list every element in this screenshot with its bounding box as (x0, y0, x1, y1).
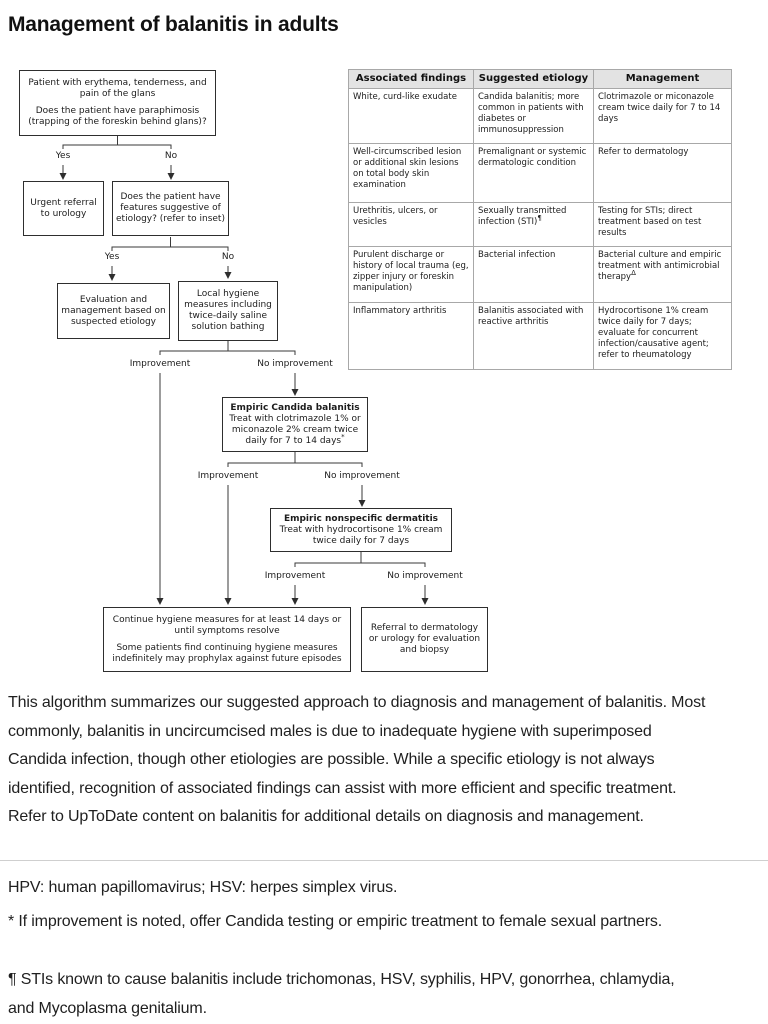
flow-box-empiric-candida: Empiric Candida balanitis Treat with clo… (222, 397, 368, 452)
flowchart-connectors (59, 136, 429, 605)
algorithm-description: This algorithm summarizes our suggested … (8, 694, 706, 825)
cell-etiology: Sexually transmitted infection (STI)¶ (473, 202, 594, 247)
cell-findings: Inflammatory arthritis (348, 302, 474, 370)
branch-label-no-2: No (221, 252, 235, 262)
cell-management: Clotrimazole or miconazole cream twice d… (593, 88, 732, 144)
footnote-divider (0, 860, 768, 861)
branch-label-yes-1: Yes (55, 151, 71, 161)
flow-box-evaluation-text: Evaluation and management based on suspe… (61, 294, 166, 327)
cell-findings: White, curd-like exudate (348, 88, 474, 144)
cell-management: Refer to dermatology (593, 143, 732, 203)
cell-management: Bacterial culture and empiric treatment … (593, 246, 732, 303)
branch-label-improvement-3: Improvement (264, 571, 326, 581)
flow-box-continue-hygiene-text-2: Some patients find continuing hygiene me… (112, 642, 342, 664)
branch-label-no-improvement-2: No improvement (324, 471, 400, 481)
table-row: White, curd-like exudate Candida balanit… (348, 88, 732, 144)
table-row: Inflammatory arthritis Balanitis associa… (348, 302, 732, 370)
flow-box-urgent-referral-text: Urgent referral to urology (30, 197, 97, 219)
branch-label-yes-2: Yes (104, 252, 120, 262)
branch-label-improvement-1: Improvement (129, 359, 191, 369)
flow-box-empiric-candida-body-text: Treat with clotrimazole 1% or miconazole… (229, 413, 361, 446)
flow-box-start: Patient with erythema, tenderness, and p… (19, 70, 216, 136)
branch-label-no-improvement-3: No improvement (387, 571, 463, 581)
column-header-associated-findings: Associated findings (348, 69, 474, 89)
cell-findings: Purulent discharge or history of local t… (348, 246, 474, 303)
cell-etiology: Candida balanitis; more common in patien… (473, 88, 594, 144)
column-header-management: Management (593, 69, 732, 89)
inset-table-header-row: Associated findings Suggested etiology M… (348, 69, 732, 89)
delta-footnote-mark: Δ (631, 269, 636, 278)
cell-etiology: Bacterial infection (473, 246, 594, 303)
flow-box-start-text-1: Patient with erythema, tenderness, and p… (28, 78, 207, 99)
footnote-asterisk: * If improvement is noted, offer Candida… (8, 913, 663, 930)
branch-label-improvement-2: Improvement (197, 471, 259, 481)
branch-label-no-improvement-1: No improvement (257, 359, 333, 369)
branch-label-no-1: No (164, 151, 178, 161)
table-row: Well-circumscribed lesion or additional … (348, 143, 732, 203)
inset-table: Associated findings Suggested etiology M… (348, 69, 732, 370)
footnote-pilcrow: ¶ STIs known to cause balanitis include … (8, 971, 675, 1017)
column-header-suggested-etiology: Suggested etiology (473, 69, 594, 89)
table-row: Urethritis, ulcers, or vesicles Sexually… (348, 202, 732, 247)
flow-box-etiology-features-text: Does the patient have features suggestiv… (116, 192, 225, 224)
flow-box-hygiene-text: Local hygiene measures including twice-d… (184, 289, 272, 332)
flow-box-start-text-2: Does the patient have paraphimosis (trap… (28, 106, 207, 127)
flow-box-evaluation: Evaluation and management based on suspe… (57, 283, 170, 339)
cell-etiology: Balanitis associated with reactive arthr… (473, 302, 594, 370)
cell-management: Hydrocortisone 1% cream twice daily for … (593, 302, 732, 370)
flow-box-empiric-candida-body: Treat with clotrimazole 1% or miconazole… (226, 414, 364, 447)
table-row: Purulent discharge or history of local t… (348, 246, 732, 303)
flow-box-empiric-dermatitis-body: Treat with hydrocortisone 1% cream twice… (279, 524, 443, 546)
cell-findings: Well-circumscribed lesion or additional … (348, 143, 474, 203)
flow-box-urgent-referral: Urgent referral to urology (23, 181, 104, 236)
cell-etiology: Premalignant or systemic dermatologic co… (473, 143, 594, 203)
footnote-abbreviations: HPV: human papillomavirus; HSV: herpes s… (8, 879, 398, 896)
pilcrow-footnote-mark: ¶ (537, 214, 542, 223)
flow-box-etiology-features: Does the patient have features suggestiv… (112, 181, 229, 236)
flow-box-empiric-candida-title: Empiric Candida balanitis (230, 402, 360, 413)
flow-box-empiric-dermatitis-title: Empiric nonspecific dermatitis (283, 513, 439, 524)
flow-box-referral-biopsy-text: Referral to dermatology or urology for e… (368, 623, 481, 655)
cell-etiology-text: Sexually transmitted infection (STI) (478, 206, 567, 227)
flow-box-referral-biopsy: Referral to dermatology or urology for e… (361, 607, 488, 672)
page-title: Management of balanitis in adults (8, 13, 339, 36)
cell-findings: Urethritis, ulcers, or vesicles (348, 202, 474, 247)
asterisk-footnote-mark: * (341, 432, 345, 441)
flow-box-continue-hygiene: Continue hygiene measures for at least 1… (103, 607, 351, 672)
cell-management-text: Bacterial culture and empiric treatment … (598, 250, 722, 282)
flow-box-continue-hygiene-text-1: Continue hygiene measures for at least 1… (112, 614, 342, 636)
algorithm-figure: Patient with erythema, tenderness, and p… (19, 69, 732, 672)
cell-management: Testing for STIs; direct treatment based… (593, 202, 732, 247)
flow-box-empiric-dermatitis: Empiric nonspecific dermatitis Treat wit… (270, 508, 452, 552)
flow-box-hygiene: Local hygiene measures including twice-d… (178, 281, 278, 341)
